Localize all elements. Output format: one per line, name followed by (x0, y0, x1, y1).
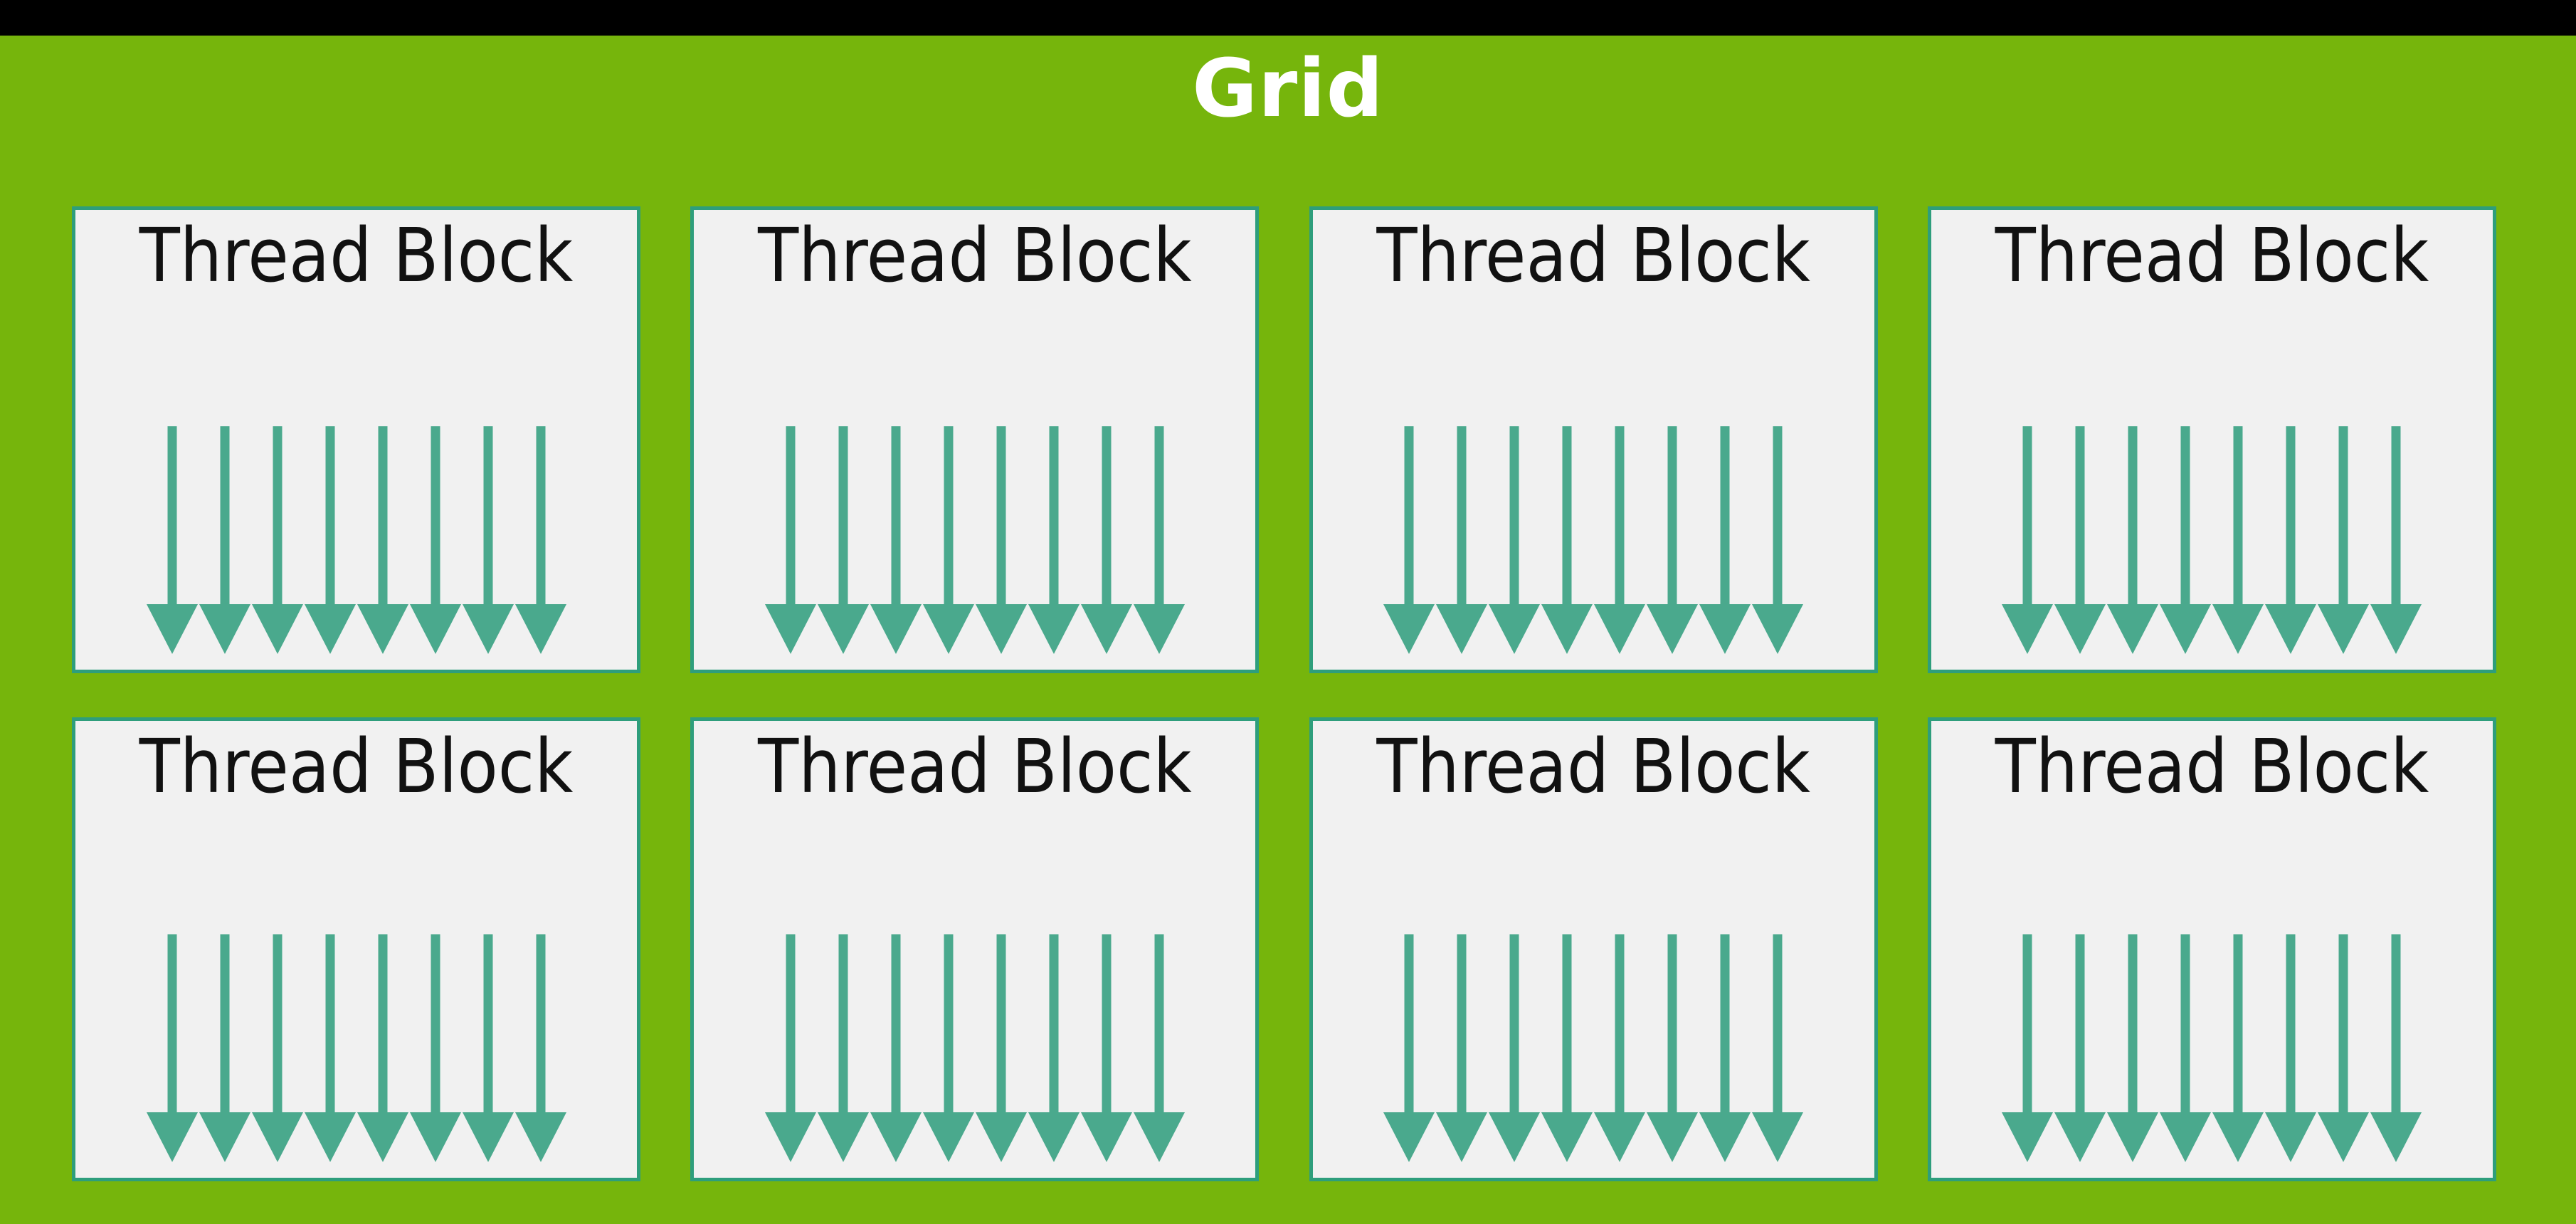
down-arrow-icon (870, 934, 922, 1162)
down-arrow-icon (922, 934, 974, 1162)
down-arrow-icon (2054, 426, 2106, 654)
down-arrow-icon (1383, 934, 1435, 1162)
down-arrow-icon (1752, 426, 1804, 654)
down-arrow-icon (975, 934, 1027, 1162)
down-arrow-icon (2054, 934, 2106, 1162)
down-arrow-icon (1489, 934, 1541, 1162)
thread-arrows-group (764, 426, 1185, 654)
down-arrow-icon (462, 426, 514, 654)
down-arrow-icon (2265, 934, 2317, 1162)
down-arrow-icon (1699, 426, 1751, 654)
thread-block-row-1: Thread Block Thread Block Thread Block Thre… (72, 717, 2496, 1181)
down-arrow-icon (1594, 934, 1646, 1162)
down-arrow-icon (2212, 426, 2264, 654)
down-arrow-icon (2370, 934, 2422, 1162)
down-arrow-icon (2160, 426, 2212, 654)
down-arrow-icon (817, 426, 869, 654)
thread-block-label: Thread Block (1995, 723, 2429, 810)
down-arrow-icon (357, 934, 408, 1162)
down-arrow-icon (1489, 426, 1541, 654)
down-arrow-icon (409, 934, 461, 1162)
down-arrow-icon (2318, 934, 2370, 1162)
thread-arrows-group (1383, 934, 1804, 1162)
down-arrow-icon (1647, 934, 1699, 1162)
down-arrow-icon (304, 426, 356, 654)
thread-arrows-group (146, 426, 566, 654)
down-arrow-icon (2160, 934, 2212, 1162)
thread-block-label: Thread Block (1376, 212, 1810, 299)
down-arrow-icon (2107, 426, 2159, 654)
down-arrow-icon (1133, 426, 1185, 654)
down-arrow-icon (2265, 426, 2317, 654)
window-top-black-bar (0, 0, 2576, 36)
down-arrow-icon (764, 934, 816, 1162)
down-arrow-icon (1436, 426, 1488, 654)
down-arrow-icon (1752, 934, 1804, 1162)
thread-block-label: Thread Block (139, 212, 574, 299)
thread-block-card: Thread Block (690, 206, 1260, 673)
thread-block-card: Thread Block (690, 717, 1260, 1181)
down-arrow-icon (357, 426, 408, 654)
down-arrow-icon (146, 934, 198, 1162)
down-arrow-icon (462, 934, 514, 1162)
down-arrow-icon (1133, 934, 1185, 1162)
thread-arrows-group (146, 934, 566, 1162)
thread-block-label: Thread Block (757, 723, 1192, 810)
down-arrow-icon (1080, 934, 1132, 1162)
down-arrow-icon (1541, 934, 1593, 1162)
thread-block-label: Thread Block (139, 723, 574, 810)
down-arrow-icon (1647, 426, 1699, 654)
thread-block-card: Thread Block (72, 206, 640, 673)
thread-block-row-0: Thread Block Thread Block Thread Block Thre… (72, 206, 2496, 673)
down-arrow-icon (199, 426, 250, 654)
down-arrow-icon (870, 426, 922, 654)
down-arrow-icon (1028, 426, 1080, 654)
thread-block-label: Thread Block (1376, 723, 1810, 810)
thread-block-card: Thread Block (1309, 206, 1878, 673)
down-arrow-icon (922, 426, 974, 654)
down-arrow-icon (2002, 934, 2054, 1162)
thread-arrows-group (764, 934, 1185, 1162)
down-arrow-icon (199, 934, 250, 1162)
thread-block-card: Thread Block (1309, 717, 1878, 1181)
down-arrow-icon (1028, 934, 1080, 1162)
down-arrow-icon (251, 426, 303, 654)
thread-arrows-group (2002, 426, 2422, 654)
thread-block-card: Thread Block (1927, 717, 2496, 1181)
thread-block-card: Thread Block (72, 717, 640, 1181)
down-arrow-icon (514, 934, 566, 1162)
down-arrow-icon (1594, 426, 1646, 654)
down-arrow-icon (2370, 426, 2422, 654)
down-arrow-icon (2212, 934, 2264, 1162)
thread-block-card: Thread Block (1927, 206, 2496, 673)
down-arrow-icon (1699, 934, 1751, 1162)
thread-block-label: Thread Block (757, 212, 1192, 299)
down-arrow-icon (2002, 426, 2054, 654)
grid-title: Grid (1192, 43, 1384, 135)
down-arrow-icon (2107, 934, 2159, 1162)
down-arrow-icon (1080, 426, 1132, 654)
down-arrow-icon (146, 426, 198, 654)
down-arrow-icon (304, 934, 356, 1162)
down-arrow-icon (764, 426, 816, 654)
thread-block-label: Thread Block (1995, 212, 2429, 299)
down-arrow-icon (514, 426, 566, 654)
down-arrow-icon (1383, 426, 1435, 654)
down-arrow-icon (975, 426, 1027, 654)
down-arrow-icon (1436, 934, 1488, 1162)
down-arrow-icon (1541, 426, 1593, 654)
down-arrow-icon (817, 934, 869, 1162)
down-arrow-icon (2318, 426, 2370, 654)
thread-arrows-group (2002, 934, 2422, 1162)
thread-arrows-group (1383, 426, 1804, 654)
down-arrow-icon (409, 426, 461, 654)
down-arrow-icon (251, 934, 303, 1162)
